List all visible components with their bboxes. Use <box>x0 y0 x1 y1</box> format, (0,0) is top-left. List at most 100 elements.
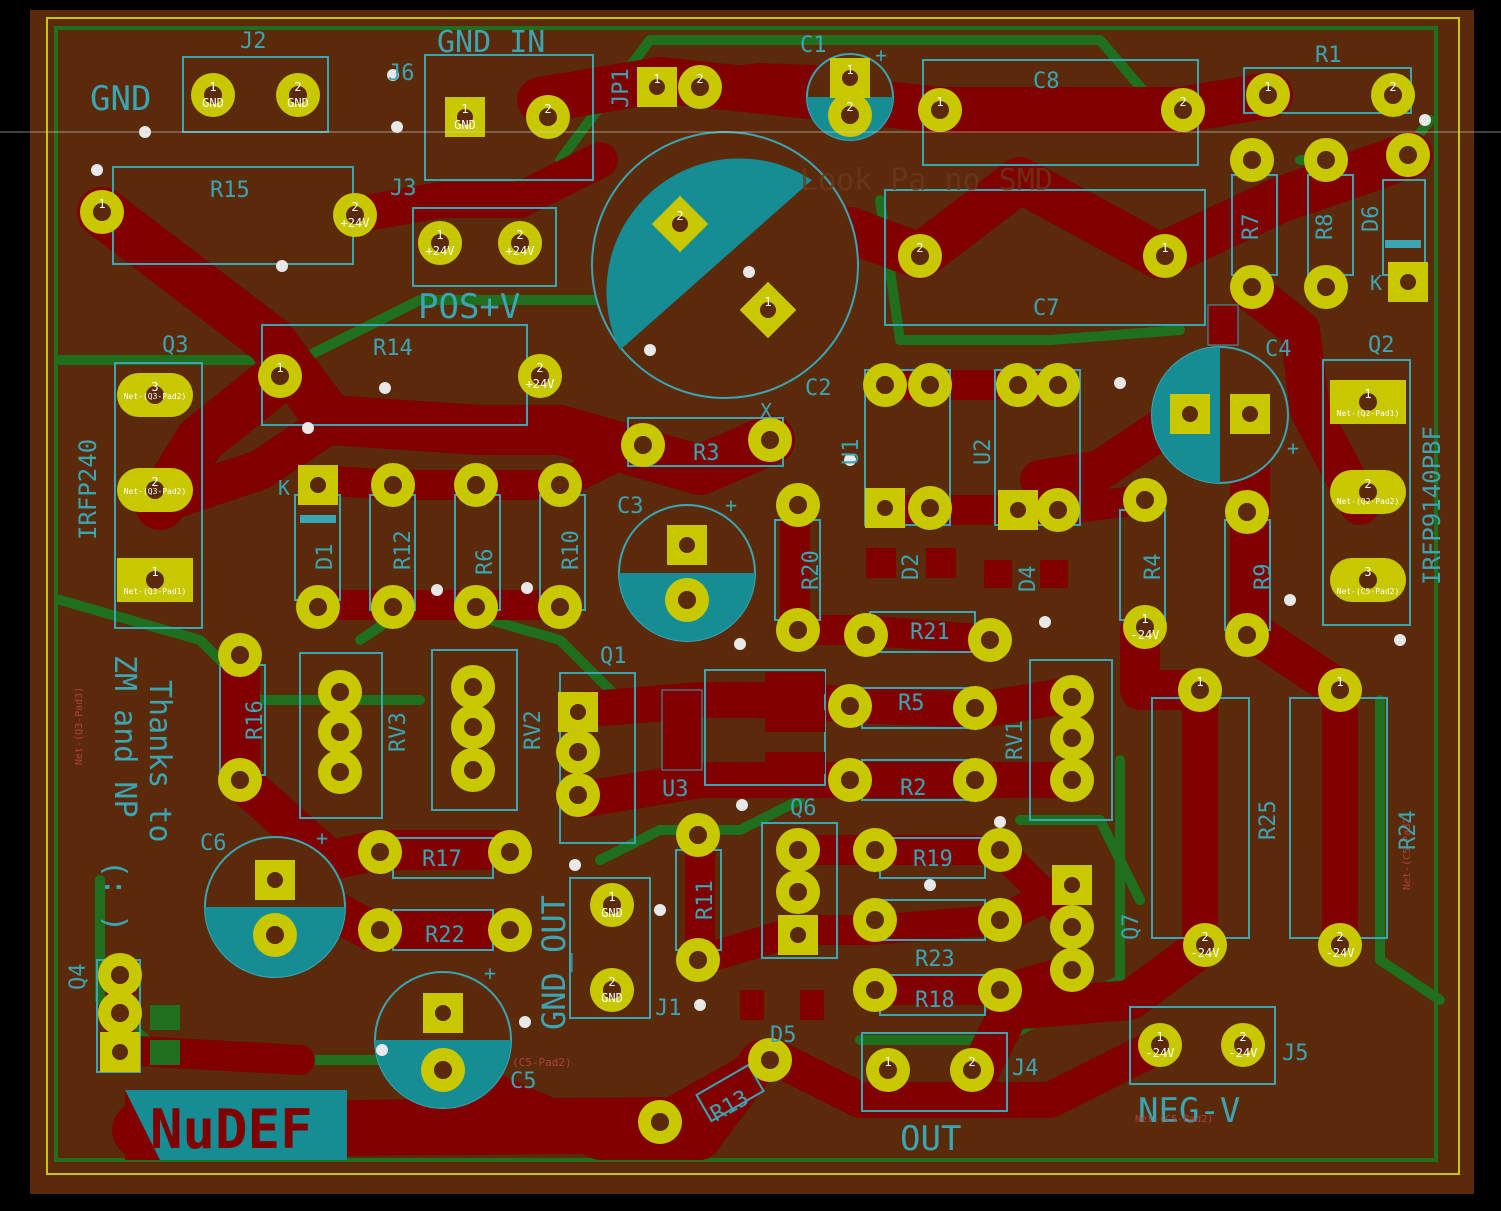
ref-q2: Q2 <box>1368 333 1395 358</box>
ref-j1: J1 <box>655 996 682 1021</box>
pin-marker: + <box>1287 436 1299 460</box>
pad <box>296 585 340 629</box>
pad <box>863 363 907 407</box>
via <box>743 266 755 278</box>
pad <box>556 730 600 774</box>
reference-designators: J2J6J3J1J4J5JP1C1C2C3C4C5C6C7C8R1R2R3R4R… <box>66 29 1421 1127</box>
pad-number: 1 <box>461 102 468 116</box>
via <box>302 422 314 434</box>
net-label-c5-pad2-b: (C5-Pad2) <box>512 1056 572 1069</box>
pad <box>978 828 1022 872</box>
pad <box>638 1100 682 1144</box>
pad-number: 2 <box>536 361 543 375</box>
pad <box>98 953 142 997</box>
via <box>1419 114 1431 126</box>
pad-number: 2 <box>1201 930 1208 944</box>
pad: 1 <box>830 58 870 98</box>
ref-r10: R10 <box>559 530 584 570</box>
ref-d2: D2 <box>899 554 924 581</box>
board-edge-inner <box>54 26 1438 1162</box>
pad-net-name: Net-(Q2-Pad1) <box>1337 409 1400 418</box>
pad <box>1036 363 1080 407</box>
ref-d5: D5 <box>770 1023 797 1048</box>
pad-net-label: +24V <box>341 216 370 230</box>
pad-number: 1 <box>1156 1030 1163 1044</box>
pad <box>621 423 665 467</box>
pad <box>255 860 295 900</box>
pad <box>318 750 362 794</box>
via <box>844 454 856 466</box>
ref-rv3: RV3 <box>386 712 411 752</box>
pad-number: 2 <box>516 228 523 242</box>
pad <box>828 684 872 728</box>
pad <box>371 585 415 629</box>
pad-number: 1 <box>1264 80 1271 94</box>
pad-net-label: GND <box>287 96 309 110</box>
pad: 1 <box>1330 380 1406 424</box>
pad <box>1050 905 1094 949</box>
pad <box>776 483 820 527</box>
pad: 2 <box>1330 470 1406 514</box>
via <box>694 999 706 1011</box>
pad <box>1388 262 1428 302</box>
pin-marker: + <box>484 961 496 985</box>
pad-number: 1 <box>764 295 771 309</box>
ref-r12: R12 <box>391 530 416 570</box>
pad <box>1386 133 1430 177</box>
label-faint: Look Pa no SMD <box>800 163 1053 198</box>
pad <box>828 758 872 802</box>
label-zm-np: ZM and NP <box>107 655 142 818</box>
ref-c1: C1 <box>800 33 827 58</box>
pad-number: 2 <box>1364 477 1371 491</box>
pad-number: 2 <box>696 72 703 86</box>
pad <box>1225 490 1269 534</box>
via <box>1039 616 1051 628</box>
via <box>379 382 391 394</box>
pad <box>853 968 897 1012</box>
via <box>387 69 399 81</box>
pin-marker: + <box>725 493 737 517</box>
pad <box>776 608 820 652</box>
pad-number: 2 <box>1179 95 1186 109</box>
via <box>734 638 746 650</box>
label-gnd-out: GND_OUT <box>535 895 573 1030</box>
pad: 2 <box>526 95 570 139</box>
ref-c5: C5 <box>510 1069 537 1094</box>
pad: 2+24V <box>333 193 377 237</box>
ref-c2: C2 <box>805 376 832 401</box>
ref-u1: U1 <box>839 439 864 466</box>
pin-marker: + <box>316 826 328 850</box>
ref-u3: U3 <box>662 777 689 802</box>
ref-j4: J4 <box>1012 1056 1039 1081</box>
pad <box>1230 265 1274 309</box>
ref-q3: Q3 <box>162 333 189 358</box>
via <box>91 164 103 176</box>
pad-number: 1 <box>846 63 853 77</box>
ref-q4: Q4 <box>66 964 91 991</box>
ref-j3: J3 <box>390 176 417 201</box>
via <box>569 859 581 871</box>
pad: 1-24V <box>1123 605 1167 649</box>
pad-net-name: Net-(C5-Pad2) <box>1337 587 1400 596</box>
pad <box>748 1038 792 1082</box>
pad <box>748 418 792 462</box>
pad-number: 2 <box>676 209 683 223</box>
pad-number: 1 <box>1364 387 1371 401</box>
pad: 1+24V <box>418 221 462 265</box>
pad-number: 2 <box>846 100 853 114</box>
ref-d6: D6 <box>1359 206 1384 233</box>
via <box>924 879 936 891</box>
label-neg-v: NEG-V <box>1138 1091 1240 1131</box>
ref-r19: R19 <box>913 847 953 872</box>
via <box>391 121 403 133</box>
pad <box>953 686 997 730</box>
pad: 1 <box>1178 668 1222 712</box>
ref-r7: R7 <box>1239 214 1264 241</box>
pad <box>853 828 897 872</box>
pad <box>1036 488 1080 532</box>
ref-j2: J2 <box>240 29 267 54</box>
